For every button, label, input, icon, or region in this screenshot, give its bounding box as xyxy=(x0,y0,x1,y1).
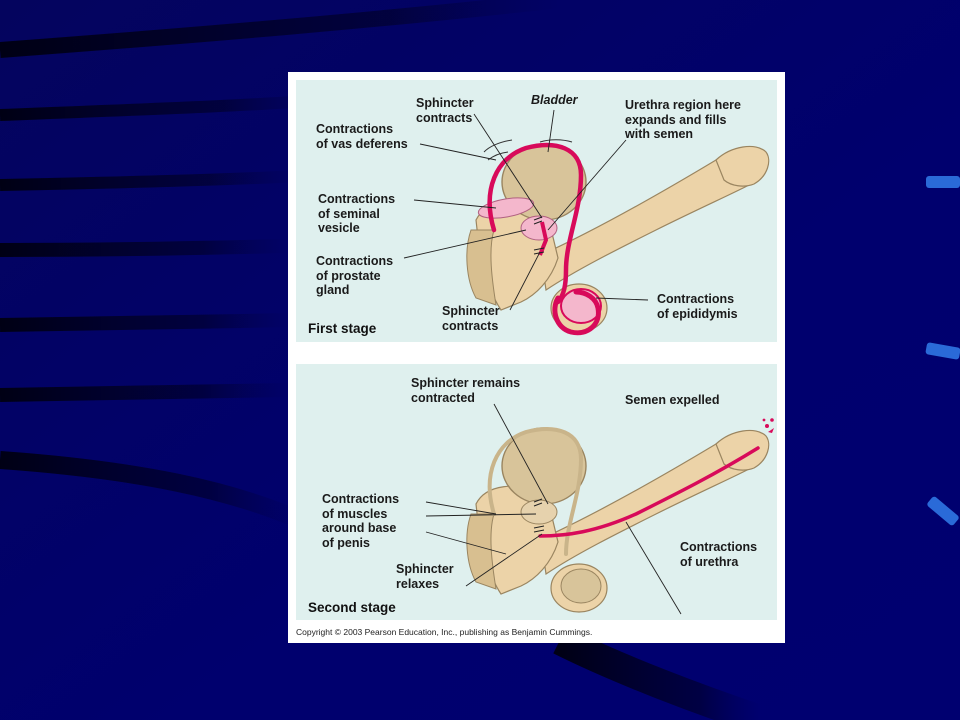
second-stage-illustration xyxy=(425,403,774,615)
label-sphincter-contracts-top: Sphincter contracts xyxy=(416,96,474,125)
label-sphincter-remains-contracted: Sphincter remains contracted xyxy=(411,376,521,405)
right-edge-accents xyxy=(925,176,960,526)
label-sphincter-relaxes: Sphincter relaxes xyxy=(396,562,454,591)
leader-lines-first xyxy=(403,109,649,311)
label-bladder: Bladder xyxy=(531,93,578,107)
label-urethra-region: Urethra region here expands and fills wi… xyxy=(625,98,742,141)
label-seminal-vesicle: Contractions of seminal vesicle xyxy=(318,192,396,235)
copyright-notice: Copyright © 2003 Pearson Education, Inc.… xyxy=(296,627,593,637)
first-stage-title: First stage xyxy=(308,321,377,336)
label-epididymis: Contractions of epididymis xyxy=(657,292,738,321)
first-stage-illustration xyxy=(403,109,770,336)
second-stage-title: Second stage xyxy=(308,600,396,615)
label-vas-deferens: Contractions of vas deferens xyxy=(316,122,408,151)
first-stage-panel: Sphincter contracts Bladder Urethra regi… xyxy=(296,80,777,342)
anatomy-figure: Sphincter contracts Bladder Urethra regi… xyxy=(288,72,785,643)
label-prostate-gland: Contractions of prostate gland xyxy=(316,254,394,297)
label-contractions-urethra: Contractions of urethra xyxy=(680,540,758,569)
label-semen-expelled: Semen expelled xyxy=(625,393,720,407)
label-sphincter-contracts-bottom: Sphincter contracts xyxy=(442,304,500,333)
leader-lines-second xyxy=(425,403,682,615)
background-streaks xyxy=(0,0,765,720)
label-contractions-muscles-base: Contractions of muscles around base of p… xyxy=(322,492,400,550)
second-stage-panel: Sphincter remains contracted Semen expel… xyxy=(296,364,777,620)
